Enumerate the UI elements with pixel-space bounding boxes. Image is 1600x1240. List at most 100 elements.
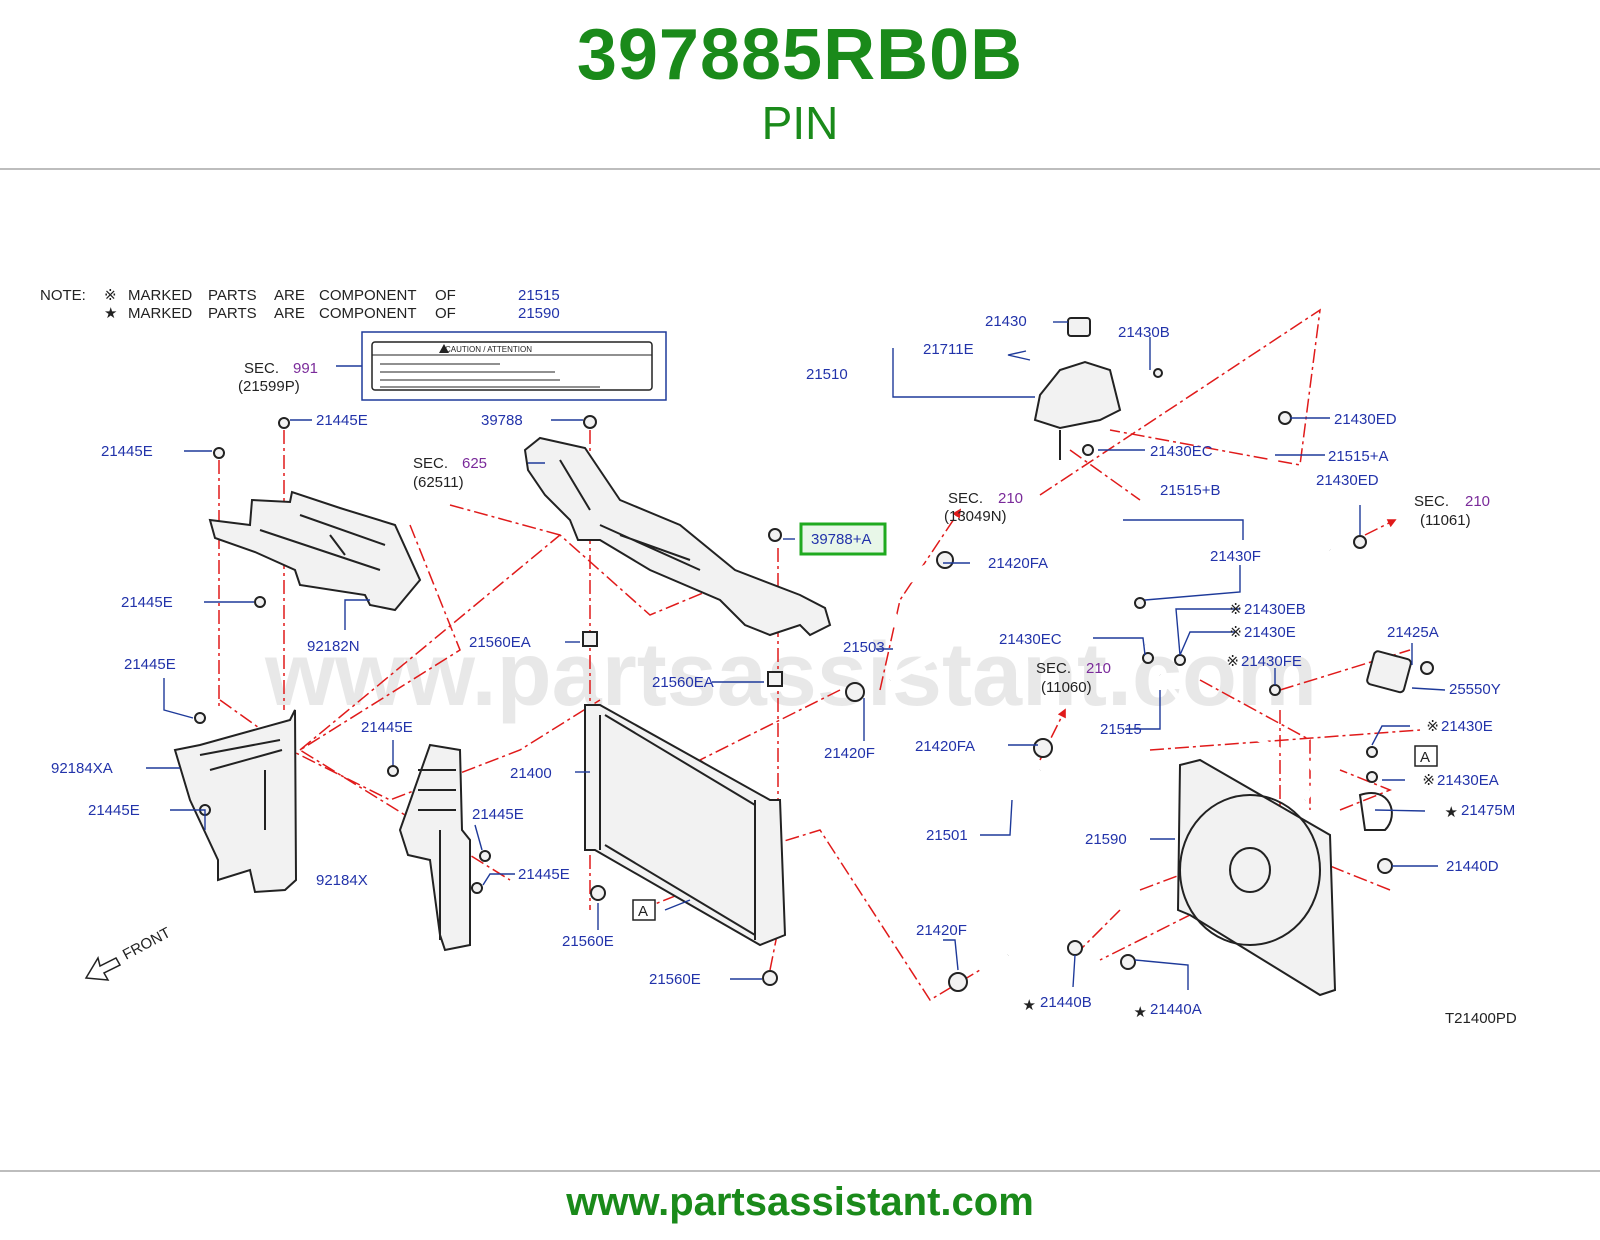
radiator-core-support bbox=[523, 436, 832, 637]
kome-mark-21430EB: ※ bbox=[1229, 601, 1242, 618]
label-21445E-8[interactable]: 21445E bbox=[518, 866, 570, 883]
note1-ref: 21515 bbox=[518, 287, 560, 304]
part-number: 397885RB0B bbox=[576, 15, 1024, 95]
fasteners bbox=[194, 368, 1434, 992]
label-21430EC-2[interactable]: 21430EC bbox=[999, 631, 1062, 648]
footer-url[interactable]: www.partsassistant.com bbox=[566, 1180, 1034, 1224]
hose-21503 bbox=[873, 555, 948, 685]
label-25550Y[interactable]: 25550Y bbox=[1449, 681, 1501, 698]
kome-mark-21430E-2: ※ bbox=[1426, 718, 1439, 735]
label-21400[interactable]: 21400 bbox=[510, 765, 552, 782]
label-21515[interactable]: 21515 bbox=[1100, 721, 1142, 738]
label-21440B[interactable]: 21440B bbox=[1040, 994, 1092, 1011]
label-92182N[interactable]: 92182N bbox=[307, 638, 360, 655]
label-21560E-1[interactable]: 21560E bbox=[562, 933, 614, 950]
label-21590[interactable]: 21590 bbox=[1085, 831, 1127, 848]
sec-210-b-sub: (11060) bbox=[1041, 679, 1092, 696]
note1-word2: PARTS bbox=[208, 287, 257, 304]
label-21420F-1[interactable]: 21420F bbox=[824, 745, 875, 762]
air-guide-92184X bbox=[398, 743, 471, 952]
label-21430ED-2[interactable]: 21430ED bbox=[1316, 472, 1379, 489]
front-direction: FRONT bbox=[84, 924, 174, 981]
note2-word2: PARTS bbox=[208, 305, 257, 322]
fan-resistor-25550Y bbox=[1366, 650, 1412, 694]
note2-ref: 21590 bbox=[518, 305, 560, 322]
label-21503[interactable]: 21503 bbox=[843, 639, 885, 656]
label-21430E-2[interactable]: 21430E bbox=[1441, 718, 1493, 735]
front-label: FRONT bbox=[120, 924, 174, 963]
label-21445E-7[interactable]: 21445E bbox=[472, 806, 524, 823]
front-arrow-icon bbox=[84, 956, 122, 981]
note2-word4: COMPONENT bbox=[319, 305, 417, 322]
label-21430EA[interactable]: 21430EA bbox=[1437, 772, 1499, 789]
sec-210-c-label: SEC. bbox=[1414, 493, 1449, 510]
highlight-box bbox=[799, 522, 887, 556]
note2-word3: ARE bbox=[274, 305, 305, 322]
note-symbol-star: ★ bbox=[104, 305, 117, 322]
part-labels: 21445E 21445E 21445E 21445E 21445E 21445… bbox=[51, 313, 1517, 1027]
label-21430EC-1[interactable]: 21430EC bbox=[1150, 443, 1213, 460]
sec-210-b-label: SEC. bbox=[1036, 660, 1071, 677]
notes: NOTE: ※ MARKED PARTS ARE COMPONENT OF 21… bbox=[40, 287, 560, 322]
label-21445E-1[interactable]: 21445E bbox=[101, 443, 153, 460]
caution-text: CAUTION / ATTENTION bbox=[445, 345, 532, 354]
caution-label: CAUTION / ATTENTION bbox=[336, 331, 667, 401]
sec-991-sub: (21599P) bbox=[238, 378, 300, 395]
label-21440A[interactable]: 21440A bbox=[1150, 1001, 1202, 1018]
diagram-code: T21400PD bbox=[1445, 1010, 1517, 1027]
label-21430EB[interactable]: 21430EB bbox=[1244, 601, 1306, 618]
label-21420FA-2[interactable]: 21420FA bbox=[915, 738, 975, 755]
label-21430[interactable]: 21430 bbox=[985, 313, 1027, 330]
hose-21501 bbox=[999, 767, 1045, 957]
kome-mark-21430E-1: ※ bbox=[1229, 624, 1242, 641]
label-symbols: ※ ※ ※ ※ ※ ★ ★ ★ bbox=[1023, 601, 1458, 1021]
label-21445E-2[interactable]: 21445E bbox=[316, 412, 368, 429]
kome-mark-21430FE: ※ bbox=[1226, 653, 1239, 670]
fan-shroud-21590 bbox=[1176, 758, 1337, 997]
label-21430E-1[interactable]: 21430E bbox=[1244, 624, 1296, 641]
note-symbol-kome: ※ bbox=[104, 287, 117, 304]
watermark: www.partsassistant.com bbox=[264, 625, 1317, 725]
sec-210-a-label: SEC. bbox=[948, 490, 983, 507]
label-92184X[interactable]: 92184X bbox=[316, 872, 368, 889]
label-21515-B[interactable]: 21515+B bbox=[1160, 482, 1220, 499]
ref-letter-a-2: A bbox=[1420, 749, 1430, 766]
bottom-divider bbox=[0, 1170, 1600, 1172]
label-21560EA-2[interactable]: 21560EA bbox=[652, 674, 714, 691]
label-21560EA-1[interactable]: 21560EA bbox=[469, 634, 531, 651]
label-21515-A[interactable]: 21515+A bbox=[1328, 448, 1388, 465]
hose-21515-A bbox=[1265, 419, 1332, 554]
label-21711E[interactable]: 21711E bbox=[923, 341, 974, 358]
label-39788[interactable]: 39788 bbox=[481, 412, 523, 429]
label-21430F[interactable]: 21430F bbox=[1210, 548, 1261, 565]
label-21501[interactable]: 21501 bbox=[926, 827, 968, 844]
part-name: PIN bbox=[761, 97, 839, 149]
label-21420FA-1[interactable]: 21420FA bbox=[988, 555, 1048, 572]
label-21430FE[interactable]: 21430FE bbox=[1241, 653, 1302, 670]
sec-210-c-sub: (11061) bbox=[1420, 512, 1471, 529]
label-21445E-6[interactable]: 21445E bbox=[88, 802, 140, 819]
label-39788-A[interactable]: 39788+A bbox=[811, 531, 871, 548]
kome-mark-21430EA: ※ bbox=[1422, 772, 1435, 789]
label-21445E-3[interactable]: 21445E bbox=[121, 594, 173, 611]
label-21420F-2[interactable]: 21420F bbox=[916, 922, 967, 939]
label-21475M[interactable]: 21475M bbox=[1461, 802, 1515, 819]
label-21430ED-1[interactable]: 21430ED bbox=[1334, 411, 1397, 428]
label-92184XA[interactable]: 92184XA bbox=[51, 760, 113, 777]
note-label: NOTE: bbox=[40, 287, 86, 304]
label-21430B[interactable]: 21430B bbox=[1118, 324, 1170, 341]
note1-word5: OF bbox=[435, 287, 456, 304]
sec-625-sub: (62511) bbox=[413, 474, 464, 491]
label-21425A[interactable]: 21425A bbox=[1387, 624, 1439, 641]
label-21445E-5[interactable]: 21445E bbox=[361, 719, 413, 736]
label-21560E-2[interactable]: 21560E bbox=[649, 971, 701, 988]
label-21445E-4[interactable]: 21445E bbox=[124, 656, 176, 673]
hose-21515-B bbox=[1097, 495, 1147, 647]
star-21475M: ★ bbox=[1445, 804, 1458, 821]
label-21510[interactable]: 21510 bbox=[806, 366, 848, 383]
note1-word4: COMPONENT bbox=[319, 287, 417, 304]
label-21440D[interactable]: 21440D bbox=[1446, 858, 1499, 875]
undercover-92182N bbox=[208, 490, 422, 612]
note1-word3: ARE bbox=[274, 287, 305, 304]
parts-diagram: www.partsassistant.com NOTE: ※ MARKED PA… bbox=[40, 287, 1517, 1027]
